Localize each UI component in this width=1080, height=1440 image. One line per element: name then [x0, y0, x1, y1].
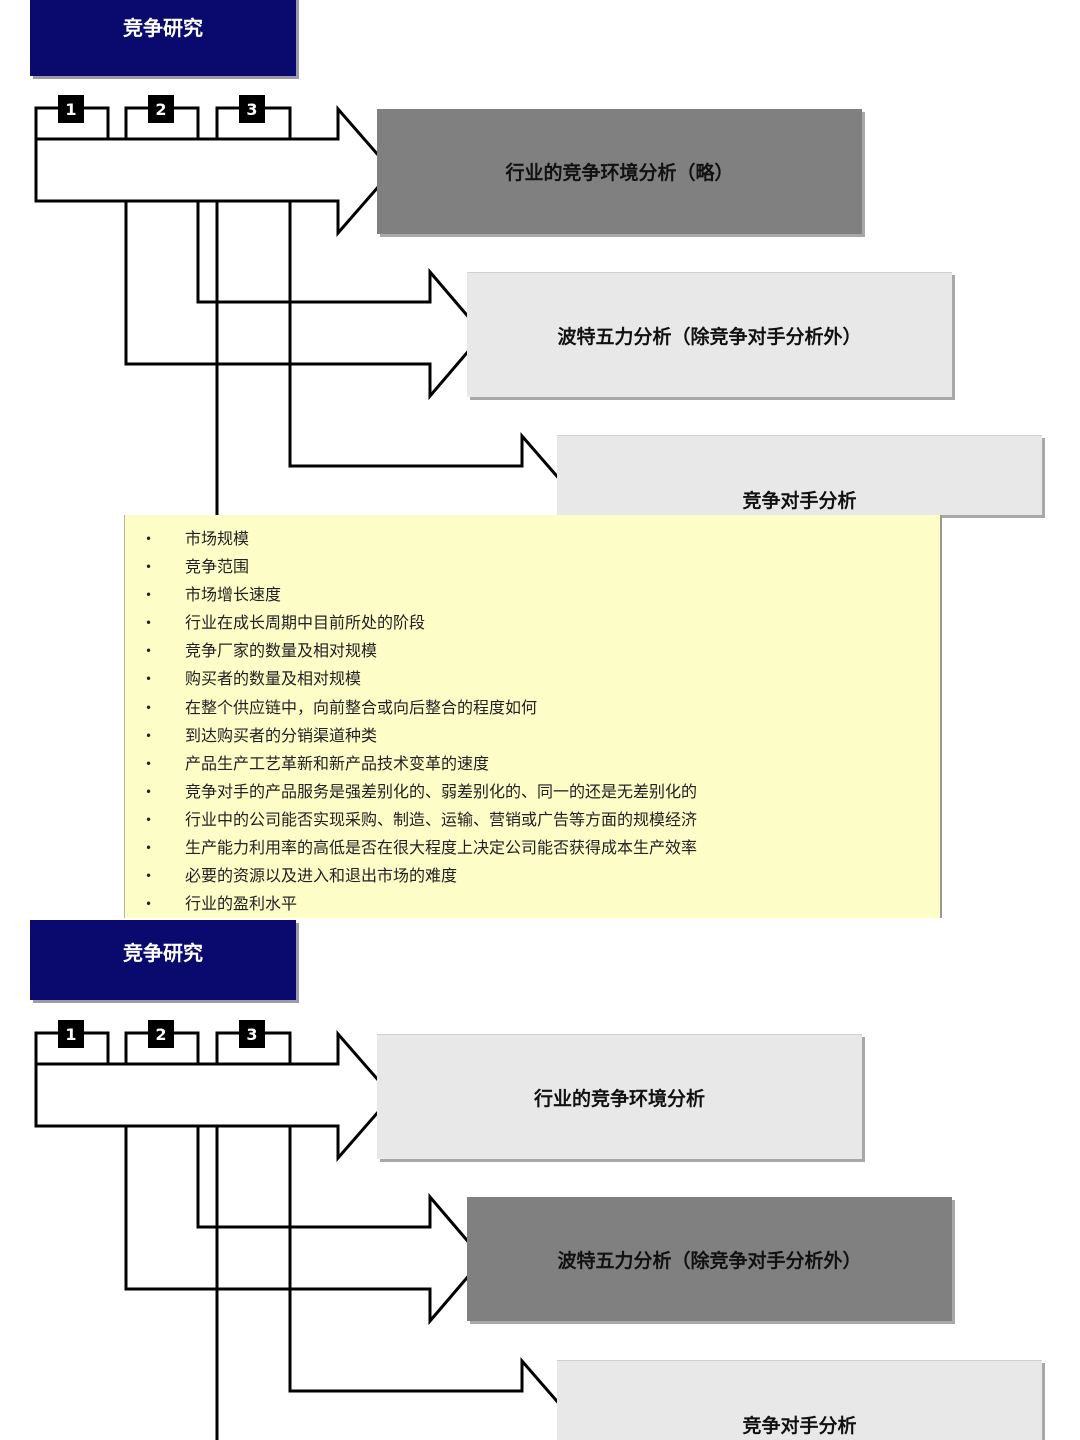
list-item: •生产能力利用率的高低是否在很大程度上决定公司能否获得成本生产效率 [125, 834, 940, 862]
slide-title: 竞争研究 [30, 920, 296, 1000]
bullet: • [145, 532, 153, 546]
list-item: •行业的盈利水平 [125, 890, 940, 918]
badge-3-label: 3 [246, 100, 257, 119]
bullet: • [145, 756, 153, 771]
bullet: • [145, 812, 153, 827]
bullet: • [145, 644, 153, 659]
step-label-2: 波特五力分析（除竞争对手分析外） [557, 1249, 862, 1272]
badge-3-label: 3 [246, 1025, 257, 1044]
badge-2-label: 2 [155, 1025, 166, 1044]
flow-arrow-1 [34, 1029, 394, 1163]
list-item: •必要的资源以及进入和退出市场的难度 [125, 862, 940, 890]
list-item: •在整个供应链中，向前整合或向后整合的程度如何 [125, 694, 940, 722]
list-item: •购买者的数量及相对规模 [125, 665, 940, 693]
step-label-3: 竞争对手分析 [742, 490, 857, 512]
step-label-2: 波特五力分析（除竞争对手分析外） [557, 325, 862, 348]
badge-2: 2 [148, 1020, 174, 1048]
step-box-3: 竞争对手分析 [557, 1360, 1042, 1440]
step-box-1: 行业的竞争环境分析（略） [377, 109, 862, 234]
list-item: •竞争厂家的数量及相对规模 [125, 637, 940, 665]
slide-title: 竞争研究 [30, 0, 296, 76]
badge-1-label: 1 [65, 1025, 76, 1044]
step-box-3: 竞争对手分析 [557, 435, 1042, 515]
list-item: •市场增长速度 [125, 581, 940, 609]
step-label-3: 竞争对手分析 [742, 1415, 857, 1437]
badge-2-label: 2 [155, 100, 166, 119]
badge-1-label: 1 [65, 100, 76, 119]
bullet: • [145, 616, 153, 631]
list-item: •竞争对手的产品服务是强差别化的、弱差别化的、同一的还是无差别化的 [125, 778, 940, 806]
list-item: •行业中的公司能否实现采购、制造、运输、营销或广告等方面的规模经济 [125, 806, 940, 834]
bullet: • [145, 672, 153, 687]
step-box-2: 波特五力分析（除竞争对手分析外） [467, 272, 952, 397]
bullet: • [145, 784, 153, 799]
flow-arrows: 1 2 3 [34, 95, 577, 563]
flow-arrows: 1 2 3 [34, 1020, 577, 1440]
list-item: •竞争范围 [125, 553, 940, 581]
list-item: •市场规模 [125, 525, 940, 553]
detail-panel: •市场规模 •竞争范围 •市场增长速度 •行业在成长周期中目前所处的阶段 •竞争… [124, 515, 942, 918]
bullet: • [145, 897, 153, 912]
bullet: • [145, 588, 153, 603]
badge-3: 3 [239, 1020, 265, 1048]
bullet: • [145, 728, 153, 743]
bullet: • [145, 841, 153, 856]
step-label-1: 行业的竞争环境分析 [533, 1087, 705, 1110]
bullet: • [145, 869, 153, 884]
step-box-2: 波特五力分析（除竞争对手分析外） [467, 1197, 952, 1321]
bullet: • [145, 560, 153, 575]
bullet: • [145, 700, 153, 715]
badge-1: 1 [58, 1020, 84, 1048]
list-item: •行业在成长周期中目前所处的阶段 [125, 609, 940, 637]
badge-1: 1 [58, 95, 84, 123]
step-label-1: 行业的竞争环境分析（略） [505, 162, 734, 184]
step-box-1: 行业的竞争环境分析 [377, 1034, 862, 1159]
slide-2: 竞争研究 1 2 3 行业的竞争环境分析 [0, 920, 1080, 1440]
badge-2: 2 [148, 95, 174, 123]
list-item: •到达购买者的分销渠道种类 [125, 722, 940, 750]
badge-3: 3 [239, 95, 265, 123]
slide-1: 竞争研究 1 2 3 [30, 0, 1042, 918]
list-item: •产品生产工艺革新和新产品技术变革的速度 [125, 750, 940, 778]
flow-arrow-1 [34, 104, 394, 238]
detail-list: •市场规模 •竞争范围 •市场增长速度 •行业在成长周期中目前所处的阶段 •竞争… [125, 515, 940, 918]
